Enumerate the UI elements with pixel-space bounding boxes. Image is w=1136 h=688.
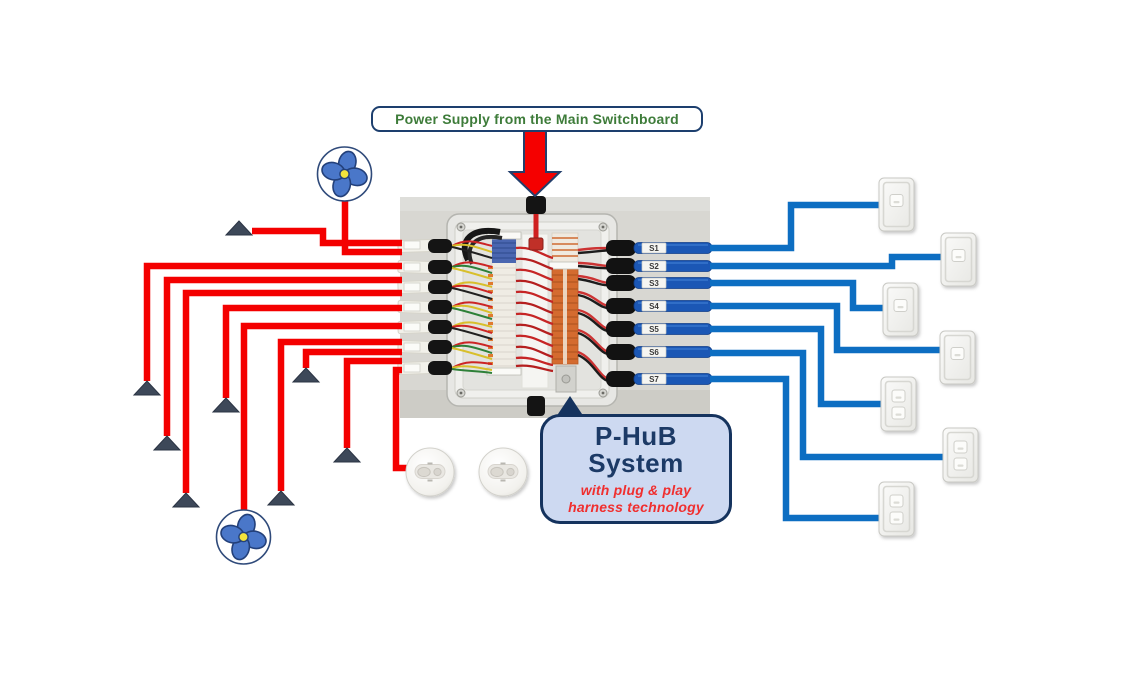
conduit-label-s4: S4 xyxy=(649,302,659,311)
left-cable-glands xyxy=(397,238,452,376)
blue-wire-s4 xyxy=(710,302,941,354)
left-harness-strands xyxy=(451,240,493,374)
downlight-icon xyxy=(478,447,528,497)
blue-wire-s5 xyxy=(710,325,882,408)
top-cable-gland xyxy=(526,196,546,214)
conduit-labels: S1 S2 S3 S4 S5 S6 S7 xyxy=(641,242,667,385)
callout-title-line2: System xyxy=(588,447,684,478)
conduit-label-s6: S6 xyxy=(649,348,659,357)
blue-wire-s6 xyxy=(710,349,944,461)
power-supply-banner: Power Supply from the Main Switchboard xyxy=(371,106,703,132)
red-wire-8 xyxy=(343,357,402,448)
switch-icon-s2 xyxy=(940,232,977,287)
red-wire-7 xyxy=(302,348,402,368)
blue-wire-s1 xyxy=(710,201,880,252)
blue-wire-s3 xyxy=(710,279,884,312)
light-point-icon xyxy=(267,490,295,506)
light-point-icon xyxy=(292,367,320,383)
switch-icon-s3 xyxy=(882,282,919,337)
junction-box-photo: S1 S2 S3 S4 S5 S6 S7 xyxy=(397,196,713,418)
switch-icon-s5 xyxy=(880,376,917,432)
red-jumper-wires xyxy=(515,246,554,373)
light-point-icon xyxy=(153,435,181,451)
conduit-label-s5: S5 xyxy=(649,325,659,334)
blue-switch-wires xyxy=(710,201,944,522)
blue-wire-s7 xyxy=(710,375,880,522)
blue-wire-s2 xyxy=(710,253,942,270)
callout-pointer-icon xyxy=(556,396,584,417)
red-wire-4 xyxy=(182,289,402,493)
conduit-label-s2: S2 xyxy=(649,262,659,271)
red-wire-fan2 xyxy=(240,322,402,511)
conduit-label-s1: S1 xyxy=(649,244,659,253)
callout-title-line1: P-HuB xyxy=(595,421,677,452)
switch-icon-s6 xyxy=(942,427,979,483)
light-point-icon xyxy=(333,447,361,463)
callout-subtitle-line2: harness technology xyxy=(568,498,704,515)
phub-system-callout: P-HuB System with plug & play harness te… xyxy=(540,414,732,524)
incoming-supply-connector xyxy=(528,237,544,251)
light-point-icon xyxy=(133,380,161,396)
switch-icon-s7 xyxy=(878,481,915,537)
switch-icon-s4 xyxy=(939,330,976,385)
fan-icon xyxy=(215,509,272,565)
left-terminal-rail xyxy=(486,231,522,376)
red-wire-fan1 xyxy=(341,200,402,256)
downlight-icon xyxy=(405,447,455,497)
power-supply-arrow-icon xyxy=(507,130,563,198)
red-wire-3 xyxy=(163,276,402,436)
bottom-cable-gland xyxy=(527,396,545,416)
red-wire-6 xyxy=(277,338,402,491)
light-point-icon xyxy=(225,220,253,236)
wall-switches xyxy=(878,177,979,537)
power-supply-banner-text: Power Supply from the Main Switchboard xyxy=(395,111,679,127)
red-load-wires xyxy=(143,200,407,511)
red-wire-downlight xyxy=(392,366,407,472)
red-wire-5 xyxy=(222,304,402,398)
red-wire-1 xyxy=(252,227,402,247)
fan-icon xyxy=(316,146,373,202)
light-point-icon xyxy=(172,492,200,508)
black-wire-bundle xyxy=(461,227,501,262)
callout-subtitle-line1: with plug & play xyxy=(580,482,692,499)
light-point-icon xyxy=(212,397,240,413)
red-wire-2 xyxy=(143,262,402,381)
switch-icon-s1 xyxy=(878,177,915,232)
conduit-label-s3: S3 xyxy=(649,279,659,288)
right-terminal-rail xyxy=(548,232,582,393)
corner-screws xyxy=(456,222,608,398)
conduit-label-s7: S7 xyxy=(649,375,659,384)
